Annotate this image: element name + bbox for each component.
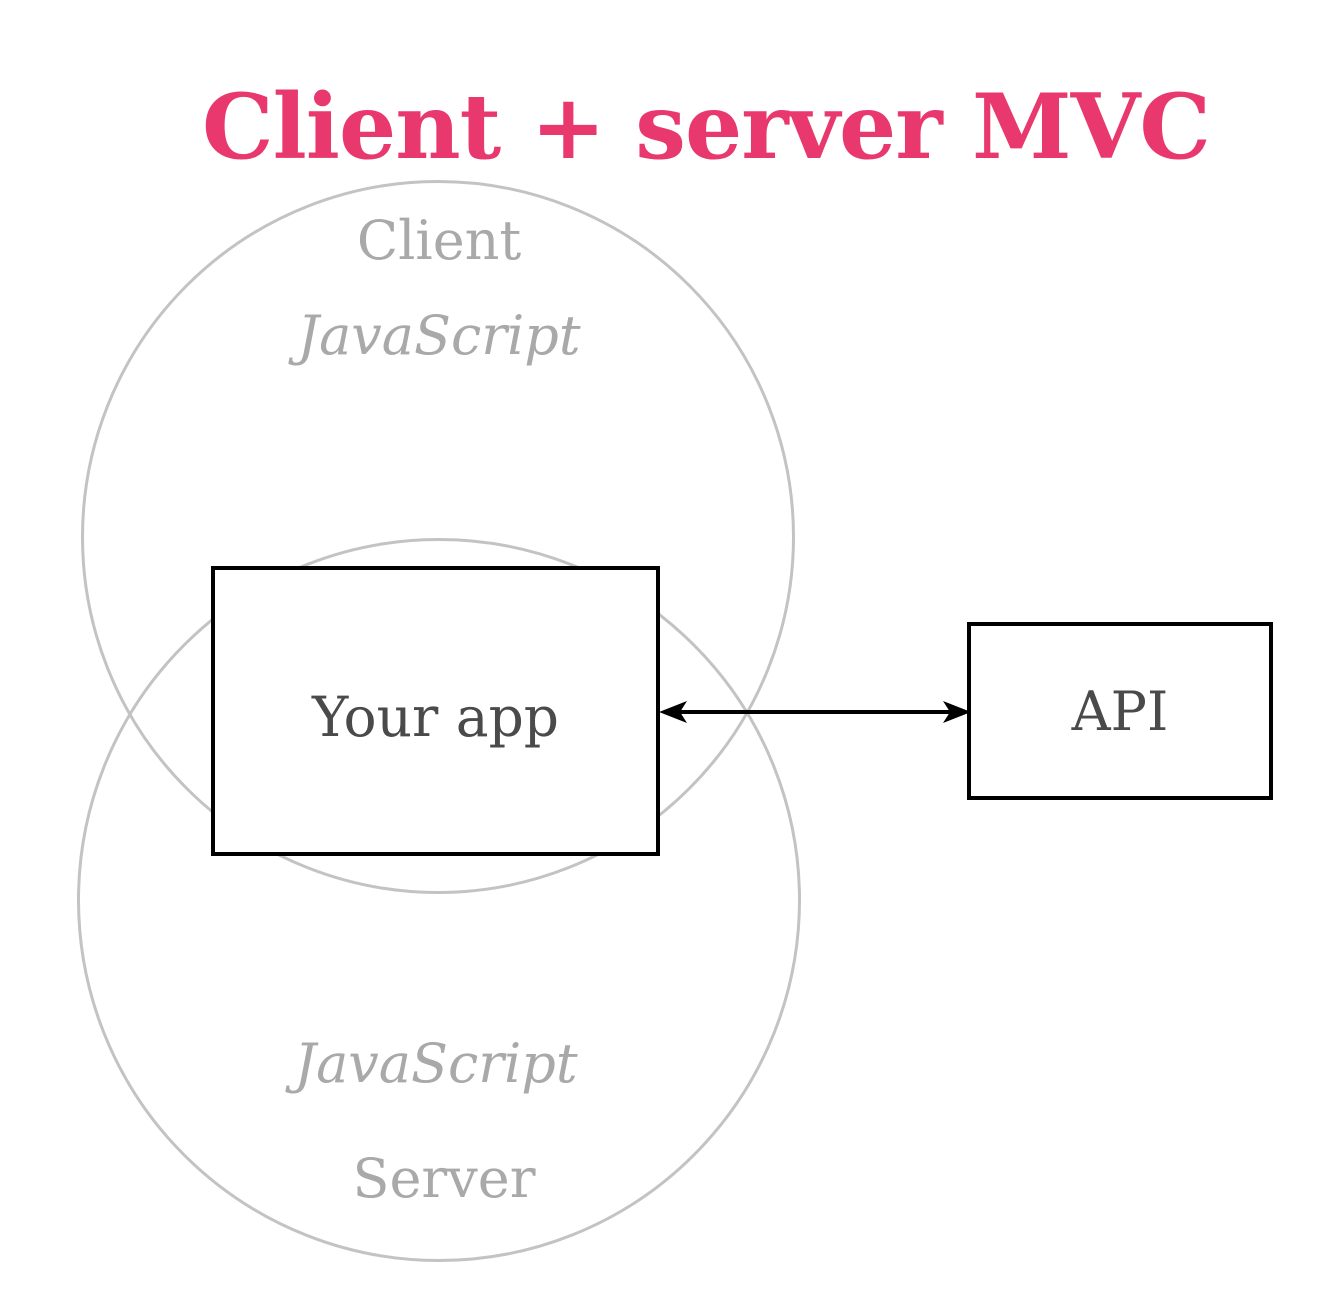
client-circle-label: Client xyxy=(356,209,522,272)
your-app-label: Your app xyxy=(311,685,560,749)
server-circle xyxy=(77,538,801,1262)
your-app-box: Your app xyxy=(211,566,660,856)
server-javascript-label: JavaScript xyxy=(294,1032,578,1095)
client-javascript-label: JavaScript xyxy=(297,304,581,367)
page-title: Client + server MVC xyxy=(201,74,1211,181)
api-box: API xyxy=(967,622,1273,800)
api-label: API xyxy=(1071,679,1169,743)
bidirectional-arrow xyxy=(659,701,971,723)
arrowhead-right-icon xyxy=(943,701,971,723)
arrowhead-left-icon xyxy=(659,701,687,723)
server-circle-label: Server xyxy=(352,1147,536,1210)
